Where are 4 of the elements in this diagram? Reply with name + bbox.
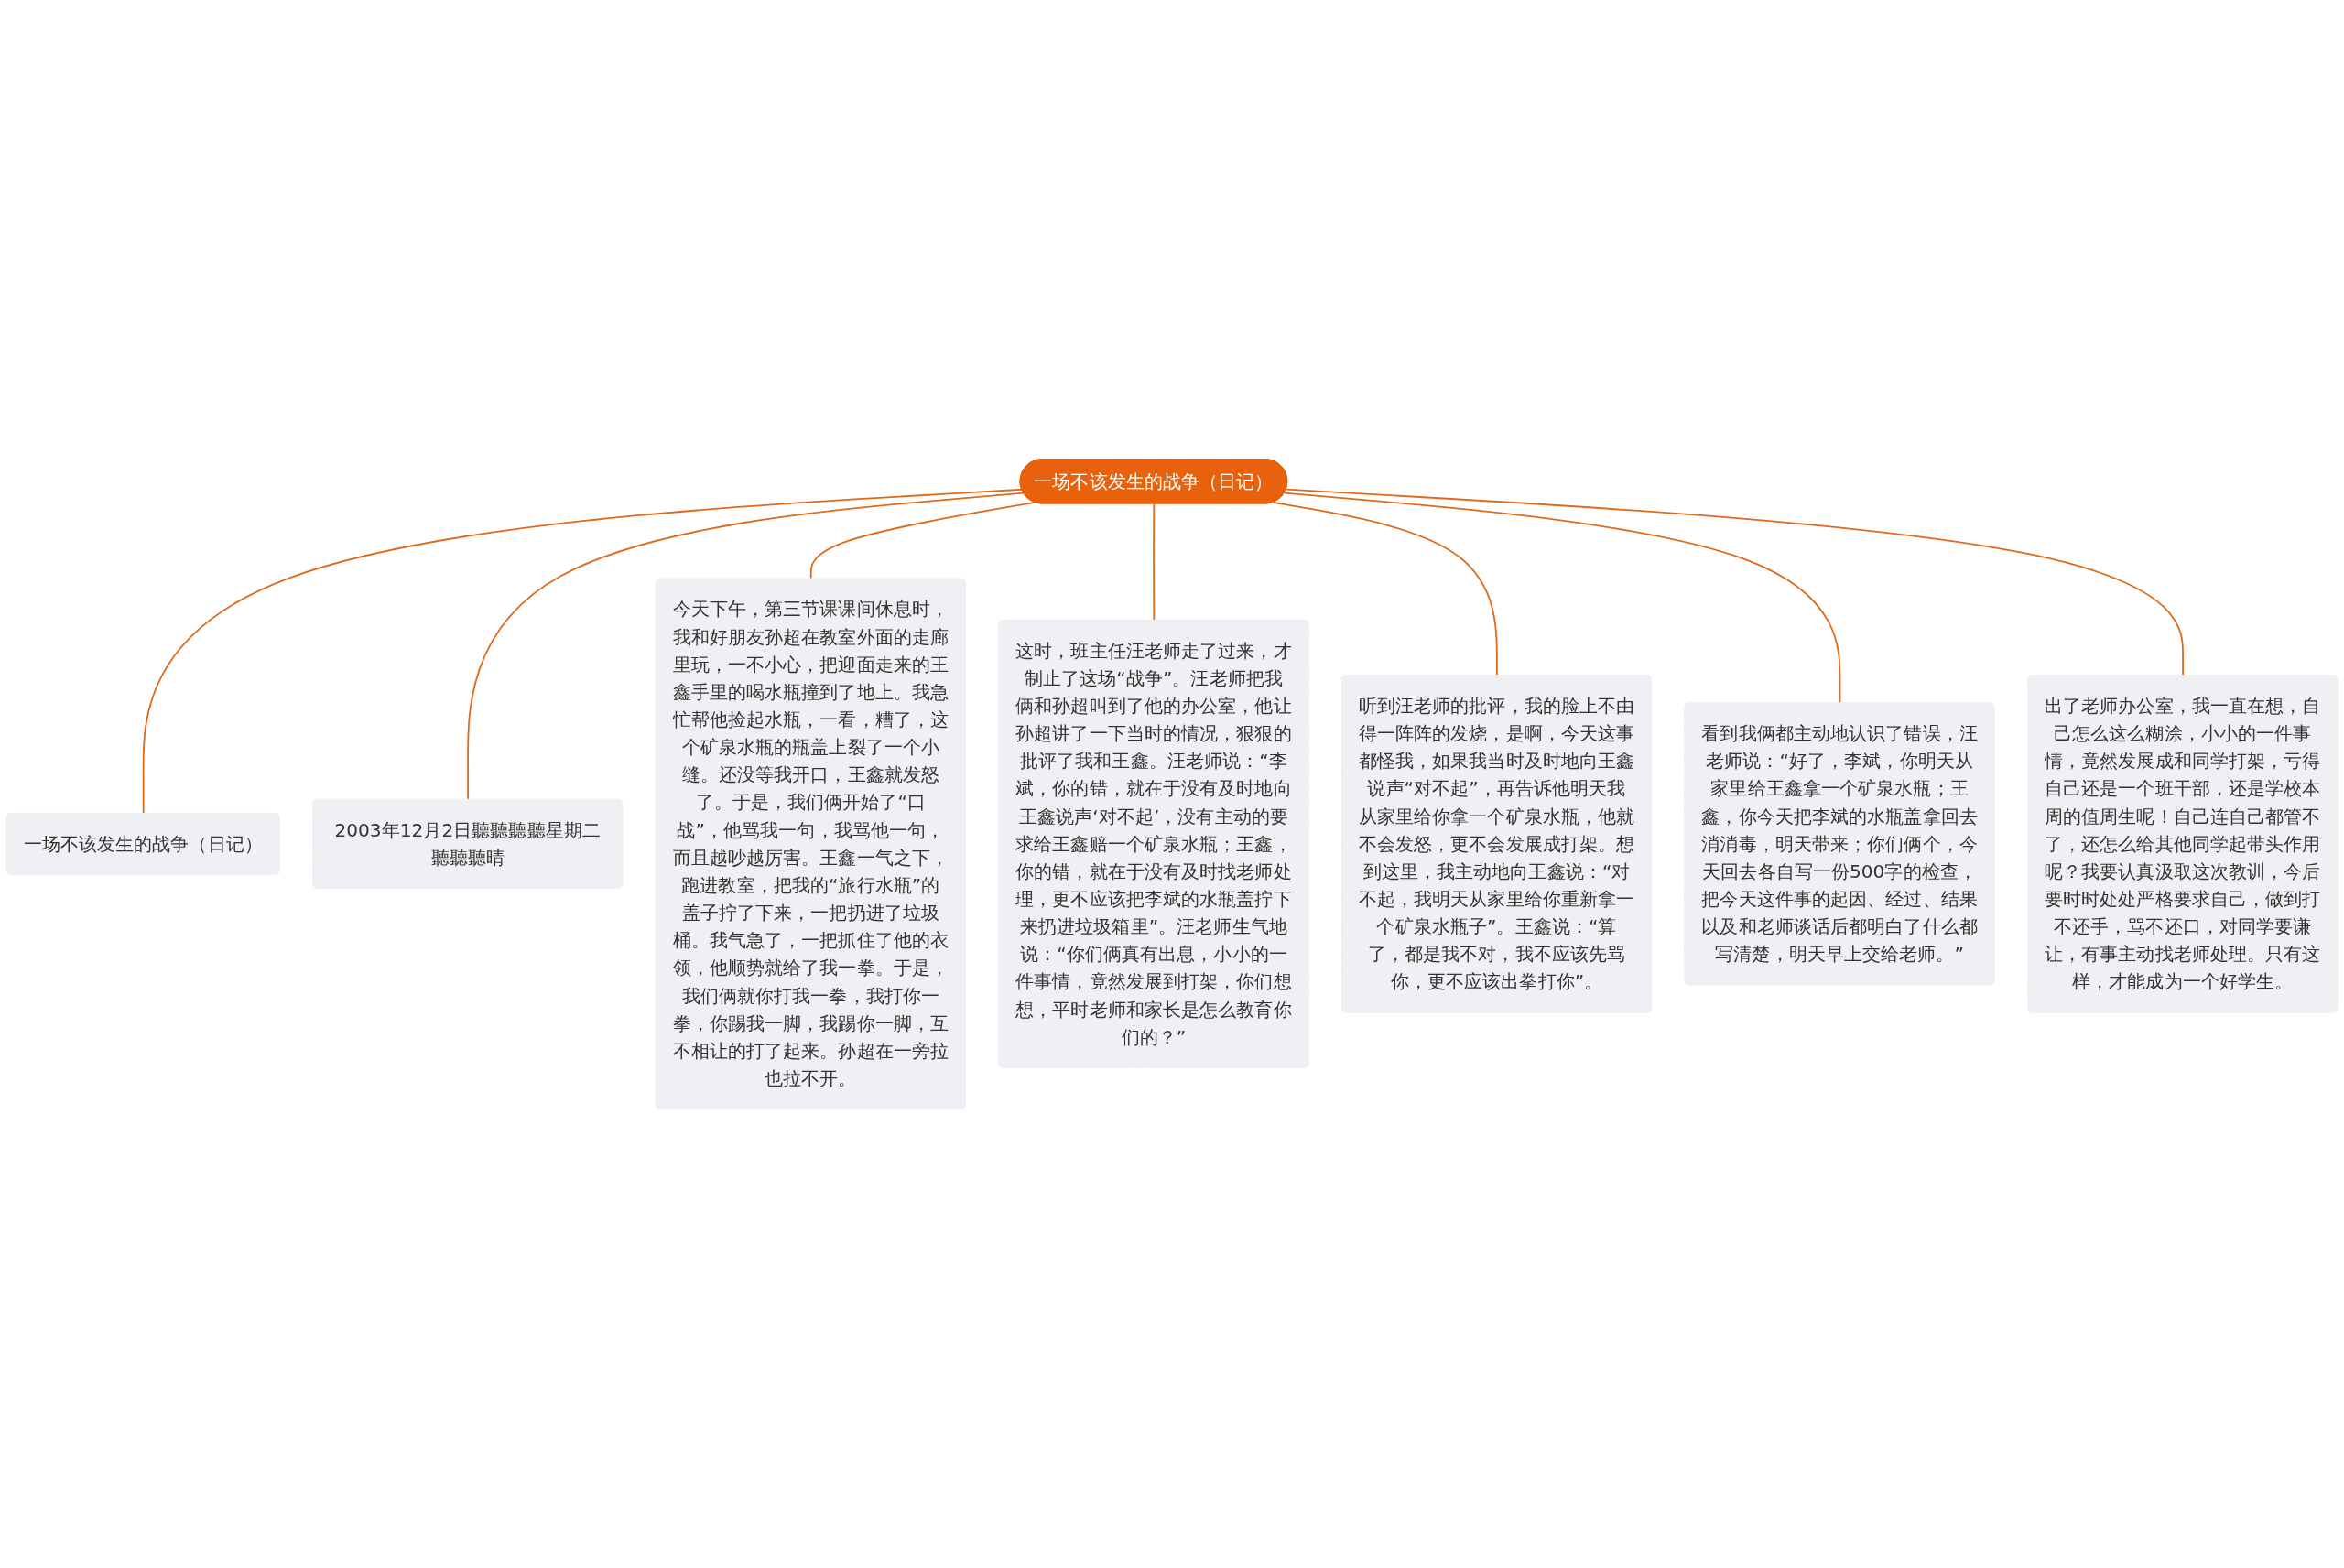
connector [467, 492, 1025, 801]
connector [142, 488, 1023, 815]
connector [809, 502, 1036, 580]
connector [1153, 503, 1156, 622]
